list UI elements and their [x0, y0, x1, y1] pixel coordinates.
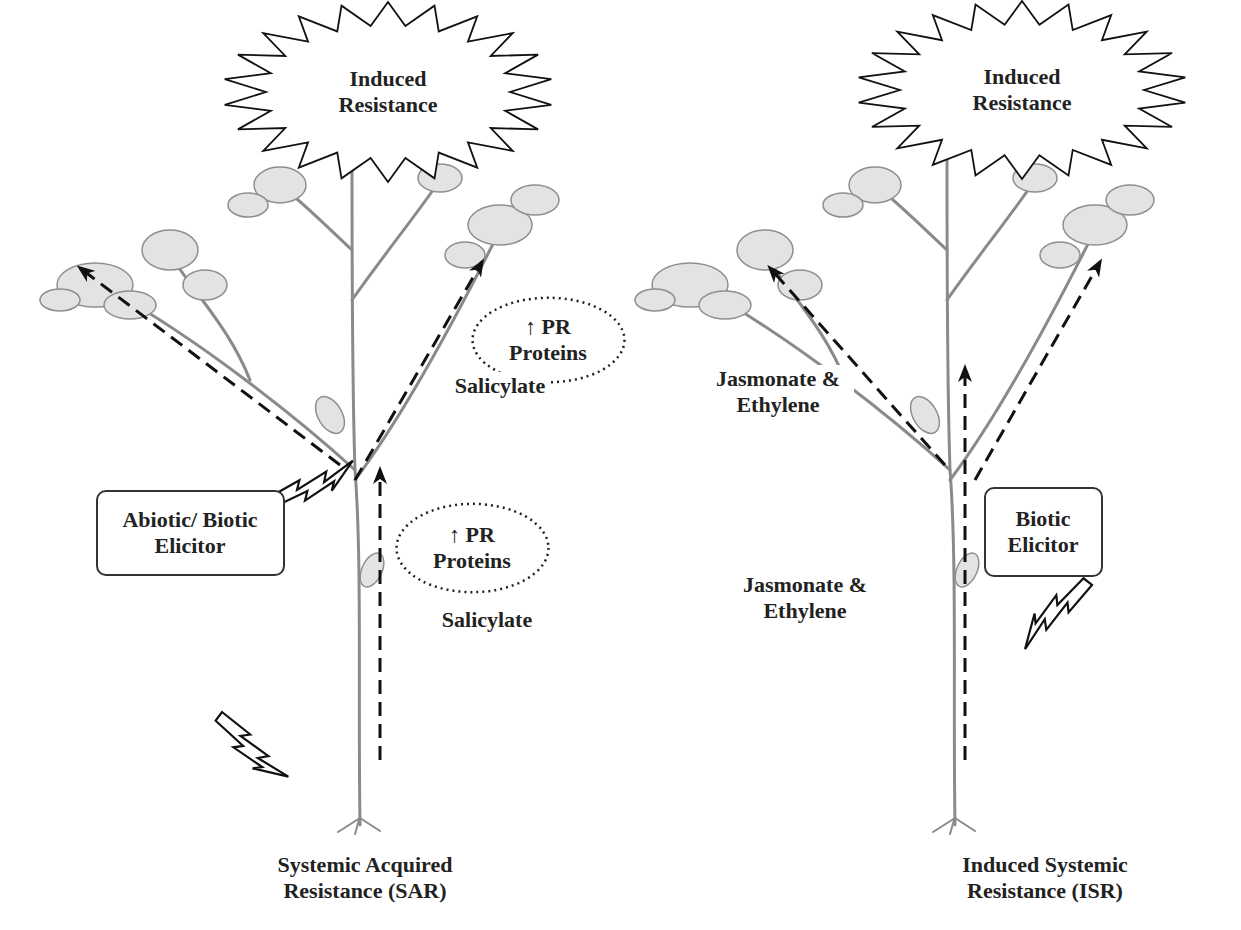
starburst-outline — [859, 1, 1186, 179]
plant-sketch — [40, 160, 559, 834]
label-text: Jasmonate & Ethylene — [717, 571, 893, 626]
label-text: Induced Systemic Resistance (ISR) — [935, 851, 1156, 906]
starburst-outline — [225, 2, 552, 182]
signal-arrow — [80, 268, 340, 465]
node-text: Biotic Elicitor — [996, 506, 1091, 559]
label-text: Salicylate — [439, 606, 535, 634]
signal-label: Jasmonate & Ethylene — [717, 571, 893, 626]
node-text: Induced Resistance — [313, 66, 463, 119]
signal-label: Salicylate — [439, 606, 535, 634]
node-text: Induced Resistance — [947, 64, 1097, 117]
lightning-bolt — [214, 700, 289, 793]
signal-arrow — [379, 470, 382, 760]
panel-caption: Induced Systemic Resistance (ISR) — [935, 851, 1156, 906]
label-text: Salicylate — [452, 372, 548, 400]
panel-caption: Systemic Acquired Resistance (SAR) — [255, 851, 476, 906]
label-text: Systemic Acquired Resistance (SAR) — [255, 851, 476, 906]
signal-arrow — [964, 368, 967, 760]
node-text: ↑ PR Proteins — [498, 314, 598, 367]
dotted-ellipse: ↑ PR Proteins — [395, 502, 550, 594]
plant-sketch — [635, 160, 1154, 834]
ellipse-outline — [396, 504, 548, 592]
signal-label: Jasmonate & Ethylene — [703, 365, 854, 420]
ellipse-outline — [472, 298, 624, 382]
label-text: Jasmonate & Ethylene — [703, 365, 854, 420]
elicitor-box: Abiotic/ Biotic Elicitor — [96, 490, 285, 576]
dotted-ellipse: ↑ PR Proteins — [471, 296, 626, 384]
signal-label: Salicylate — [452, 372, 548, 400]
burst-callout: Induced Resistance — [223, 2, 553, 182]
lightning-bolt — [1009, 576, 1103, 649]
burst-callout: Induced Resistance — [857, 1, 1187, 179]
node-text: ↑ PR Proteins — [422, 522, 522, 575]
node-text: Abiotic/ Biotic Elicitor — [108, 507, 273, 560]
signal-arrow — [975, 262, 1100, 480]
elicitor-box: Biotic Elicitor — [984, 487, 1103, 577]
